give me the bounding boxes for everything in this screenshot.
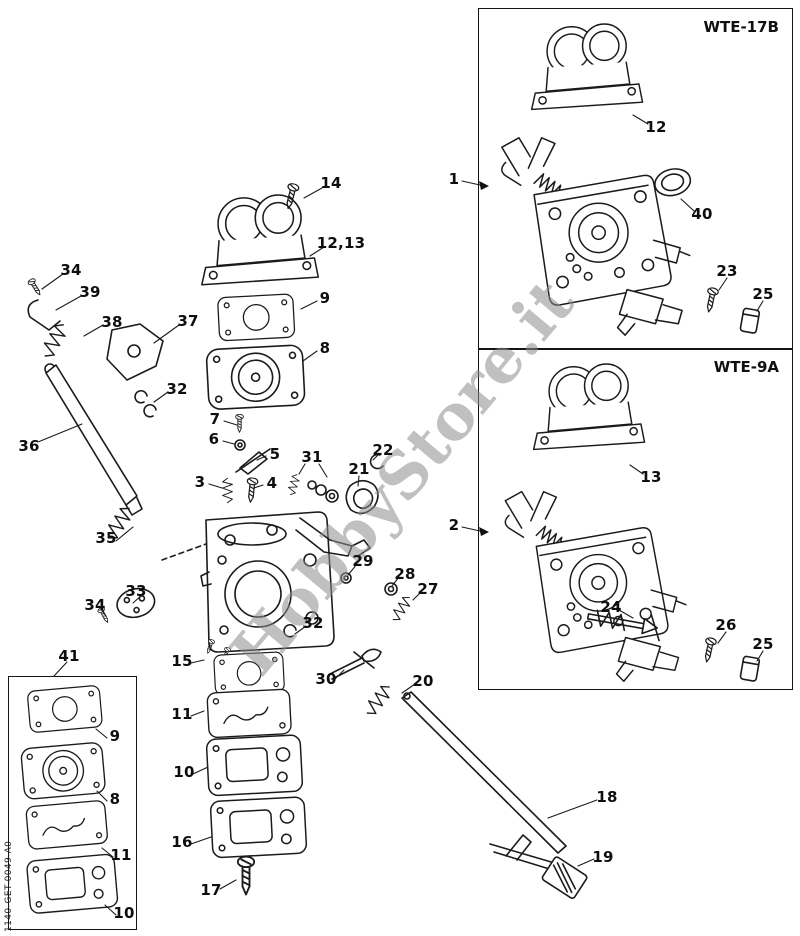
lever-39 — [27, 299, 61, 331]
callout-19: 19 — [592, 848, 614, 866]
variant-box-wte9a: WTE-9A — [478, 348, 793, 690]
screw-7 — [235, 414, 244, 433]
callout-18: 18 — [596, 788, 618, 806]
pump-plate-10 — [205, 733, 304, 797]
plug-25-lower — [739, 655, 761, 682]
callout-20: 20 — [412, 672, 434, 690]
callout-36: 36 — [18, 437, 40, 455]
callout-inset-11: 11 — [110, 846, 132, 864]
spring-3 — [222, 477, 233, 504]
callout-8: 8 — [319, 339, 331, 357]
gasket-kit-box-41 — [8, 676, 137, 930]
pump-cover-16 — [209, 795, 308, 859]
callout-41: 41 — [58, 647, 80, 665]
gasket-11 — [206, 688, 293, 739]
diaphragm-8 — [205, 343, 306, 411]
gasket-21 — [345, 479, 379, 515]
callout-37: 37 — [177, 312, 199, 330]
plug-25-upper — [739, 307, 761, 334]
callout-5: 5 — [269, 445, 281, 463]
gasket-9 — [216, 293, 296, 342]
callout-12-13: 12,13 — [316, 234, 366, 252]
variant-box-wte17b: WTE-17B — [478, 8, 793, 350]
intake-flange-assembly-12-13 — [201, 194, 320, 286]
idle-screw-30 — [329, 648, 382, 680]
carburetor-main-body — [161, 511, 371, 653]
callout-34-upper: 34 — [60, 261, 82, 279]
callout-25-lower: 25 — [752, 635, 774, 653]
callout-26: 26 — [715, 616, 737, 634]
callout-35: 35 — [95, 529, 117, 547]
clip-32-lower — [283, 623, 297, 638]
spring-20 — [361, 681, 396, 719]
ring-40 — [654, 168, 692, 197]
needle-screw-24 — [586, 609, 660, 642]
callout-17: 17 — [200, 881, 222, 899]
callout-24: 24 — [600, 598, 622, 616]
clip-22 — [369, 453, 384, 470]
screw-4 — [244, 477, 259, 504]
variant-box-wte17b-label: WTE-17B — [703, 18, 779, 36]
callout-33: 33 — [125, 582, 147, 600]
callout-32-upper: 32 — [166, 380, 188, 398]
callout-38: 38 — [101, 313, 123, 331]
callout-40: 40 — [691, 205, 713, 223]
callout-inset-9: 9 — [109, 727, 121, 745]
callout-28: 28 — [394, 565, 416, 583]
callout-inset-10: 10 — [113, 904, 135, 922]
screw-17 — [236, 856, 256, 896]
callout-2: 2 — [448, 516, 460, 534]
callout-31: 31 — [301, 448, 323, 466]
lever-19 — [489, 834, 588, 899]
callout-14: 14 — [320, 174, 342, 192]
callout-7: 7 — [209, 410, 221, 428]
callout-3: 3 — [194, 473, 206, 491]
callout-30: 30 — [315, 670, 337, 688]
callout-29: 29 — [352, 552, 374, 570]
parts-cluster-31 — [286, 472, 339, 503]
callout-10: 10 — [173, 763, 195, 781]
variant-box-wte9a-label: WTE-9A — [713, 358, 779, 376]
shaft-36 — [44, 363, 143, 516]
rod-18 — [401, 691, 567, 854]
callout-16: 16 — [171, 833, 193, 851]
callout-1: 1 — [448, 170, 460, 188]
callout-27: 27 — [417, 580, 439, 598]
callout-11: 11 — [171, 705, 193, 723]
clips-32-upper — [134, 389, 157, 418]
drawing-part-code: 1140-GET-0049-A0 — [4, 840, 14, 932]
callout-9: 9 — [319, 289, 331, 307]
washer-6 — [234, 439, 246, 451]
choke-lever-37 — [106, 323, 164, 381]
rings-29-28-spring-27 — [340, 572, 415, 624]
callout-15: 15 — [171, 652, 193, 670]
callout-25-upper: 25 — [752, 285, 774, 303]
callout-21: 21 — [348, 460, 370, 478]
callout-inset-8: 8 — [109, 790, 121, 808]
throttle-shutter-5 — [235, 448, 271, 475]
callout-22: 22 — [372, 441, 394, 459]
leader-lines — [37, 114, 764, 916]
callout-39: 39 — [79, 283, 101, 301]
callout-6: 6 — [208, 430, 220, 448]
callout-4: 4 — [266, 474, 278, 492]
callout-13: 13 — [640, 468, 662, 486]
callout-34-lower: 34 — [84, 596, 106, 614]
callout-32-lower: 32 — [302, 614, 324, 632]
callout-23: 23 — [716, 262, 738, 280]
callout-12: 12 — [645, 118, 667, 136]
screw-34-upper — [26, 277, 44, 298]
